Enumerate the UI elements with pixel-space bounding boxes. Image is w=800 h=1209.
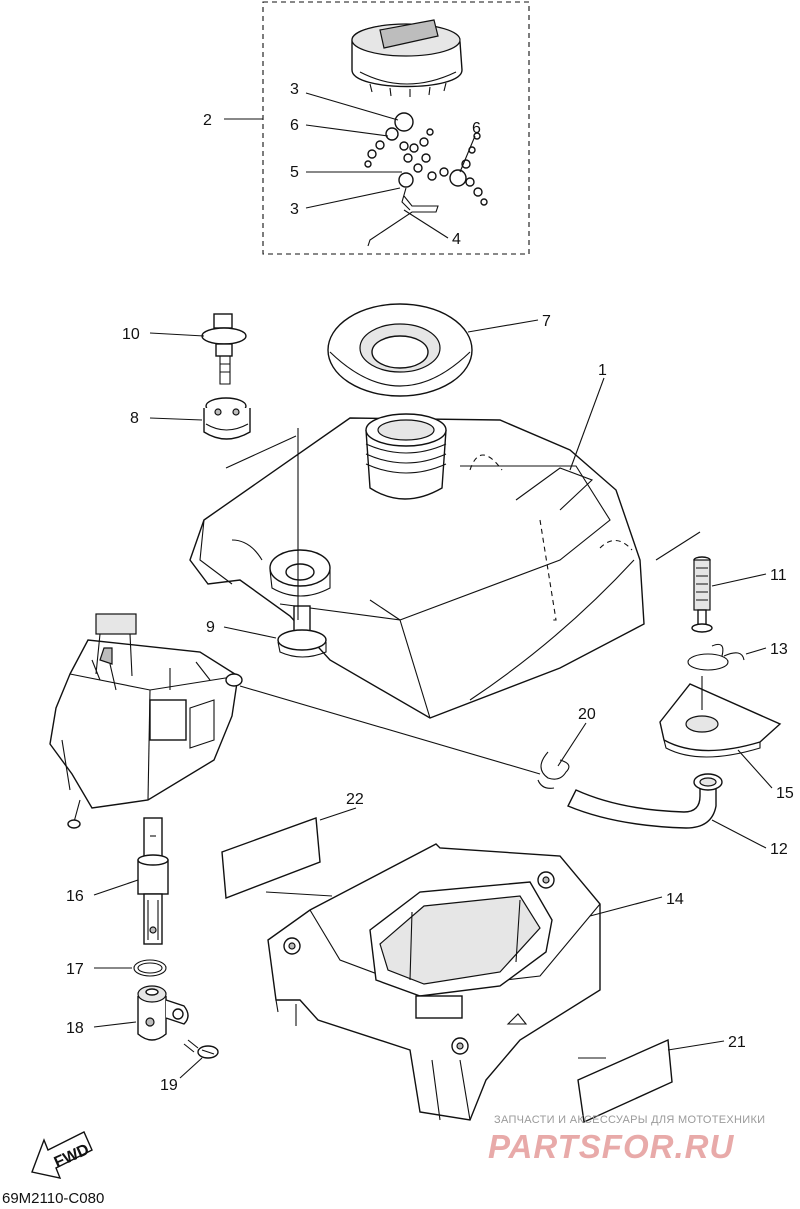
- callout-3a: 3: [290, 81, 299, 98]
- cap-assembly-group-box: [262, 1, 530, 255]
- fuel-cock-body: [137, 985, 189, 1041]
- callout-1: 1: [598, 362, 607, 379]
- fuel-cock-lever: [137, 817, 169, 945]
- cap-chain: [364, 112, 488, 247]
- callout-3b: 3: [290, 201, 299, 218]
- callout-9: 9: [206, 619, 215, 636]
- callout-19: 19: [160, 1077, 178, 1094]
- callout-12: 12: [770, 841, 788, 858]
- diagram-code: 69M2110-C080: [2, 1190, 105, 1207]
- hose-clip-13: [687, 643, 745, 671]
- callout-18: 18: [66, 1020, 84, 1037]
- callout-17: 17: [66, 961, 84, 978]
- callout-5: 5: [290, 164, 299, 181]
- callout-8: 8: [130, 410, 139, 427]
- callout-22: 22: [346, 791, 364, 808]
- callout-10: 10: [122, 326, 140, 343]
- callout-14: 14: [666, 891, 684, 908]
- callout-6a: 6: [290, 117, 299, 134]
- callout-11: 11: [770, 567, 787, 584]
- callout-7: 7: [542, 313, 551, 330]
- vent-damper: [203, 397, 251, 440]
- callout-21: 21: [728, 1034, 746, 1051]
- callout-2: 2: [203, 112, 212, 129]
- watermark-brand: PARTSFOR.RU: [488, 1128, 735, 1165]
- hose-clip-20: [537, 751, 570, 789]
- label-22: [221, 817, 321, 899]
- tank-seal-ring: [327, 303, 473, 397]
- vent-screw: [201, 313, 247, 385]
- carburetor: [49, 613, 243, 829]
- screw: [183, 1039, 219, 1059]
- tank-bracket: [267, 843, 601, 1121]
- fwd-arrow-icon: FWD: [31, 1131, 93, 1179]
- fuel-cap: [351, 19, 463, 97]
- watermark-tagline: ЗАПЧАСТИ И АКСЕССУАРЫ ДЛЯ МОТОТЕХНИКИ: [494, 1114, 766, 1126]
- label-21: [577, 1038, 673, 1124]
- fuel-filter: [691, 556, 713, 633]
- callout-13: 13: [770, 641, 788, 658]
- leader-lines: [93, 92, 773, 1079]
- o-ring: [133, 959, 167, 977]
- callout-15: 15: [776, 785, 794, 802]
- fuel-tank-cover: [659, 683, 782, 758]
- callout-6b: 6: [472, 120, 481, 137]
- fuel-tank: [189, 413, 645, 719]
- callout-16: 16: [66, 888, 84, 905]
- callout-20: 20: [578, 706, 596, 723]
- fuel-hose: [567, 773, 723, 829]
- callout-4: 4: [452, 231, 461, 248]
